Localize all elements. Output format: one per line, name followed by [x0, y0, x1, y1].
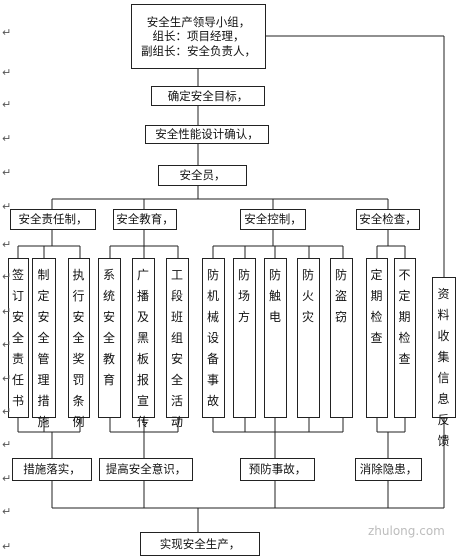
column-label-9: 防触电: [269, 268, 282, 324]
safety-goal-box: 确定安全目标，: [151, 86, 265, 106]
paragraph-mark: ↵: [2, 200, 12, 213]
column-label-3: 执行安全奖罚条例: [72, 268, 85, 429]
column-label-1: 签订安全责任书: [12, 268, 25, 408]
final-goal-box: 实现安全生产，: [140, 532, 260, 556]
column-label-6: 工段班组安全活动: [171, 268, 184, 429]
paragraph-mark: ↵: [2, 66, 12, 79]
result-awareness: 提高安全意识，: [99, 458, 193, 481]
column-box-2: 制定安全管理措施: [32, 258, 56, 429]
safety-officer-box: 安全员，: [158, 165, 247, 186]
leadership-line-3: 副组长：安全负责人，: [141, 43, 256, 58]
watermark: zhulong.com: [368, 524, 445, 538]
column-box-7: 防机械设备事故: [202, 258, 225, 418]
leadership-group-box: 安全生产领导小组， 组长：项目经理， 副组长：安全负责人，: [131, 4, 266, 69]
paragraph-mark: ↵: [2, 438, 12, 451]
paragraph-mark: ↵: [2, 372, 12, 385]
paragraph-mark: ↵: [2, 472, 12, 485]
column-box-5: 广播及黑板报宣传: [132, 258, 155, 429]
category-responsibility: 安全责任制，: [10, 209, 96, 230]
paragraph-mark: ↵: [2, 305, 12, 318]
paragraph-mark: ↵: [2, 338, 12, 351]
column-box-9: 防触电: [264, 258, 287, 418]
paragraph-mark: ↵: [2, 405, 12, 418]
column-box-8: 防场方: [233, 258, 256, 418]
column-label-2: 制定安全管理措施: [37, 268, 50, 429]
column-box-10: 防火灾: [297, 258, 320, 418]
category-education: 安全教育，: [113, 209, 177, 230]
result-hazards: 消除隐患，: [355, 458, 422, 481]
column-label-13: 不定期检查: [398, 268, 411, 366]
paragraph-mark: ↵: [2, 238, 12, 251]
column-label-8: 防场方: [238, 268, 251, 324]
paragraph-mark: ↵: [2, 98, 12, 111]
column-box-11: 防盗窃: [330, 258, 353, 418]
leadership-line-2: 组长：项目经理，: [152, 29, 245, 44]
leadership-line-1: 安全生产领导小组，: [146, 14, 251, 29]
column-label-10: 防火灾: [302, 268, 315, 324]
column-box-6: 工段班组安全活动: [166, 258, 189, 429]
column-box-3: 执行安全奖罚条例: [68, 258, 90, 429]
paragraph-mark: ↵: [2, 270, 12, 283]
column-label-7: 防机械设备事故: [207, 268, 220, 408]
paragraph-mark: ↵: [2, 540, 12, 553]
result-prevention: 预防事故，: [240, 458, 315, 481]
paragraph-mark: ↵: [2, 26, 12, 39]
column-box-13: 不定期检查: [394, 258, 416, 418]
column-label-5: 广播及黑板报宣传: [137, 268, 150, 429]
paragraph-mark: ↵: [2, 166, 12, 179]
column-box-12: 定期检查: [366, 258, 388, 418]
safety-design-confirm-box: 安全性能设计确认，: [145, 125, 269, 144]
paragraph-mark: ↵: [2, 505, 12, 518]
paragraph-mark: ↵: [2, 132, 12, 145]
column-label-11: 防盗窃: [335, 268, 348, 324]
category-inspection: 安全检查，: [356, 209, 420, 230]
column-box-14: 资料收集信息反馈: [432, 277, 456, 448]
column-box-4: 系统安全教育: [98, 258, 121, 418]
column-label-14: 资料收集信息反馈: [437, 287, 450, 448]
result-measures: 措施落实，: [12, 458, 92, 481]
column-label-4: 系统安全教育: [103, 268, 116, 387]
column-box-1: 签订安全责任书: [8, 258, 29, 418]
category-control: 安全控制，: [240, 209, 306, 230]
column-label-12: 定期检查: [370, 268, 383, 345]
